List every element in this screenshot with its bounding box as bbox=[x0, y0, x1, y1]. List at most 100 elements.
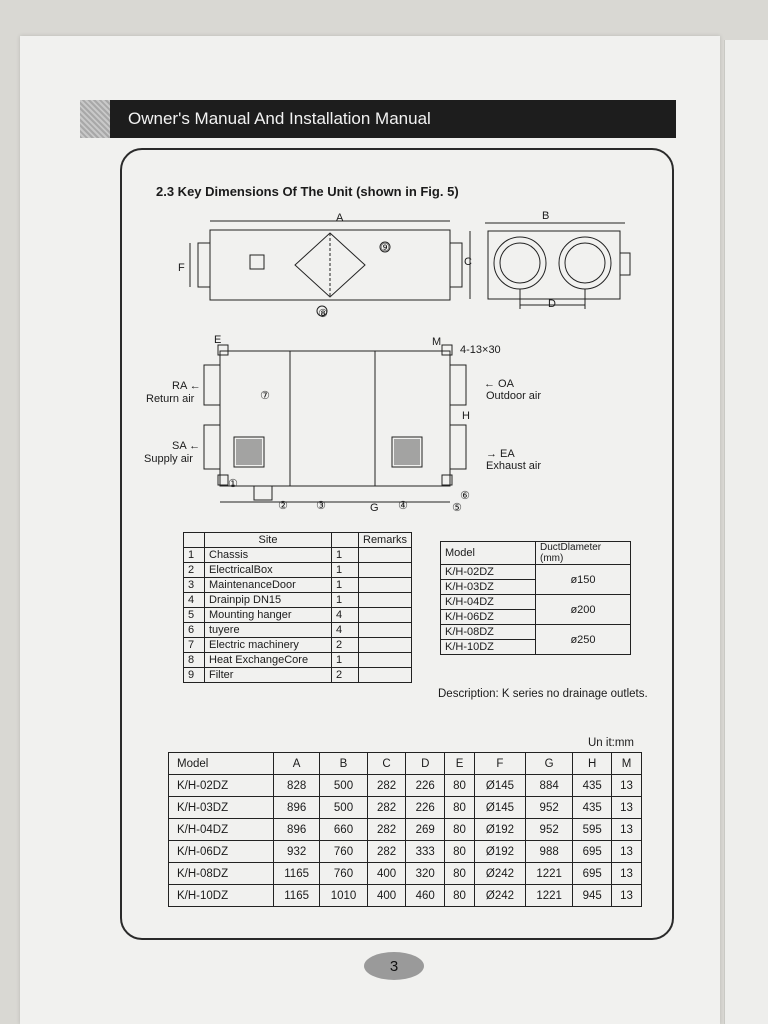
dims-cell: 282 bbox=[366, 840, 407, 863]
dims-cell: 884 bbox=[524, 774, 574, 797]
dims-header-cell: B bbox=[319, 752, 368, 775]
dims-cell: 80 bbox=[444, 862, 475, 885]
part-quantity: 1 bbox=[331, 592, 359, 608]
dims-cell: 13 bbox=[611, 884, 642, 907]
dims-cell: 760 bbox=[319, 840, 368, 863]
dims-cell: 896 bbox=[272, 818, 321, 841]
part-quantity: 1 bbox=[331, 652, 359, 668]
duct-header-model: Model bbox=[440, 541, 536, 565]
duct-model: K/H-06DZ bbox=[440, 609, 536, 625]
part-remarks bbox=[357, 607, 413, 623]
callout-3: ③ bbox=[316, 500, 326, 512]
part-remarks bbox=[357, 667, 413, 683]
dims-cell: 695 bbox=[572, 862, 613, 885]
dims-cell: 80 bbox=[444, 796, 475, 819]
dim-label-e: E bbox=[214, 334, 222, 346]
dims-cell: 460 bbox=[405, 884, 446, 907]
dim-label-c: C bbox=[464, 256, 472, 268]
dims-cell: 1165 bbox=[272, 884, 321, 907]
oa-label: ← OA bbox=[484, 378, 514, 390]
dims-header-cell: D bbox=[405, 752, 446, 775]
part-quantity: 4 bbox=[331, 622, 359, 638]
dims-cell: 896 bbox=[272, 796, 321, 819]
dim-label-g: G bbox=[370, 502, 379, 514]
dims-cell: 952 bbox=[524, 796, 574, 819]
dims-cell: 282 bbox=[366, 818, 407, 841]
parts-header-site: Site bbox=[204, 532, 332, 548]
parts-header-remarks: Remarks bbox=[357, 532, 413, 548]
dims-cell: Ø242 bbox=[473, 862, 526, 885]
dims-header-cell: F bbox=[473, 752, 526, 775]
page-header: Owner's Manual And Installation Manual bbox=[110, 100, 676, 138]
header-title: Owner's Manual And Installation Manual bbox=[128, 109, 431, 128]
callout-6: ⑥ bbox=[460, 490, 470, 502]
dims-cell: 13 bbox=[611, 774, 642, 797]
dims-cell: 282 bbox=[366, 796, 407, 819]
dims-cell: 1221 bbox=[524, 862, 574, 885]
parts-table-header: Site Remarks bbox=[183, 532, 413, 548]
duct-model: K/H-04DZ bbox=[440, 594, 536, 610]
dims-cell: Ø145 bbox=[473, 796, 526, 819]
part-remarks bbox=[357, 547, 413, 563]
dims-cell: 500 bbox=[319, 774, 368, 797]
part-remarks bbox=[357, 592, 413, 608]
dims-cell: K/H-02DZ bbox=[168, 774, 274, 797]
part-name: Drainpip DN15 bbox=[204, 592, 332, 608]
part-number: 8 bbox=[183, 652, 205, 668]
dims-cell: 320 bbox=[405, 862, 446, 885]
part-remarks bbox=[357, 652, 413, 668]
dims-cell: K/H-08DZ bbox=[168, 862, 274, 885]
callout-1: ① bbox=[228, 478, 238, 490]
dims-cell: 1010 bbox=[319, 884, 368, 907]
dims-cell: 945 bbox=[572, 884, 613, 907]
parts-header-qty bbox=[331, 532, 359, 548]
dims-cell: 13 bbox=[611, 840, 642, 863]
dim-label-d: D bbox=[548, 298, 556, 310]
dims-cell: K/H-10DZ bbox=[168, 884, 274, 907]
unit-note: Un it:mm bbox=[588, 737, 634, 749]
part-name: ElectricalBox bbox=[204, 562, 332, 578]
part-number: 3 bbox=[183, 577, 205, 593]
dims-cell: 80 bbox=[444, 818, 475, 841]
part-number: 7 bbox=[183, 637, 205, 653]
part-name: Filter bbox=[204, 667, 332, 683]
part-quantity: 1 bbox=[331, 562, 359, 578]
ea-label: → EA bbox=[486, 448, 515, 460]
dims-cell: 333 bbox=[405, 840, 446, 863]
dims-cell: Ø145 bbox=[473, 774, 526, 797]
dims-header-cell: E bbox=[444, 752, 475, 775]
dim-label-f: F bbox=[178, 262, 185, 274]
dims-cell: 226 bbox=[405, 796, 446, 819]
dims-cell: K/H-06DZ bbox=[168, 840, 274, 863]
callout-2: ② bbox=[278, 500, 288, 512]
dims-cell: 595 bbox=[572, 818, 613, 841]
duct-model: K/H-10DZ bbox=[440, 639, 536, 655]
dims-cell: 932 bbox=[272, 840, 321, 863]
dims-header-cell: H bbox=[572, 752, 613, 775]
dims-cell: 13 bbox=[611, 818, 642, 841]
facing-page-edge bbox=[724, 40, 768, 1024]
dims-cell: 435 bbox=[572, 774, 613, 797]
callout-7: ⑦ bbox=[260, 390, 270, 402]
description-note: Description: K series no drainage outlet… bbox=[438, 688, 648, 700]
duct-diameter: ø150 bbox=[535, 564, 631, 595]
callout-5: ⑤ bbox=[452, 502, 462, 514]
duct-model: K/H-02DZ bbox=[440, 564, 536, 580]
dims-cell: 988 bbox=[524, 840, 574, 863]
outdoor-air-label: Outdoor air bbox=[486, 390, 542, 402]
dims-header-cell: G bbox=[524, 752, 574, 775]
part-number: 2 bbox=[183, 562, 205, 578]
dims-cell: Ø242 bbox=[473, 884, 526, 907]
